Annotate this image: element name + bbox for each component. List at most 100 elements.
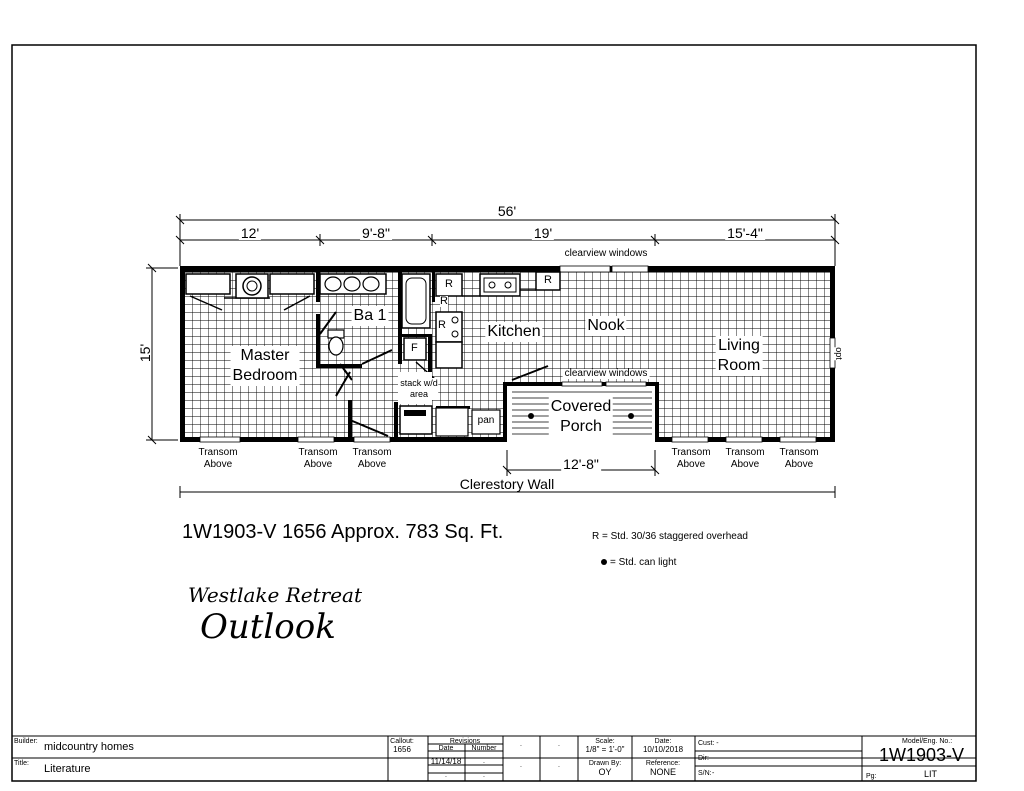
porch-light xyxy=(628,413,634,419)
blank-cell: . xyxy=(558,762,560,769)
label-line: Transom xyxy=(198,447,238,458)
room-label-line: Covered xyxy=(548,397,614,417)
range-label: R xyxy=(438,319,446,331)
room-label-line: Porch xyxy=(548,417,614,437)
water-heater-icon xyxy=(242,276,262,296)
furnace-icon xyxy=(403,337,427,361)
label-line: Above xyxy=(303,459,333,470)
reference-value: NONE xyxy=(649,767,677,777)
top-dimensions xyxy=(175,214,840,266)
builder-label: Builder: xyxy=(14,738,38,745)
water-box xyxy=(404,410,426,416)
sheet-border xyxy=(11,44,977,782)
overhead-cabinet-label: R xyxy=(445,278,453,290)
model-summary: 1W1903-V 1656 Approx. 783 Sq. Ft. xyxy=(182,521,504,543)
depth-dimension: 15' xyxy=(137,343,154,363)
can-light-legend-icon xyxy=(601,559,607,565)
customer-label: Cust: - xyxy=(698,740,719,747)
room-label-bath: Ba 1 xyxy=(351,306,389,326)
pan-label: pan xyxy=(477,415,495,426)
drawn-by-value: OY xyxy=(598,767,612,777)
room-label-nook: Nook xyxy=(585,316,627,336)
porch-width-dimension: 12'-8" xyxy=(561,456,601,472)
sink-icon xyxy=(362,276,380,292)
revision-date-header: Date xyxy=(438,745,454,752)
builder-value: midcountry homes xyxy=(44,741,134,753)
sn-value: - xyxy=(712,770,715,777)
legend-can-light-note: = Std. can light xyxy=(610,557,677,568)
stack-wd-label: stack w/d area xyxy=(400,378,438,400)
label-line: Transom xyxy=(298,447,338,458)
label-line: Transom xyxy=(671,447,711,458)
label-line: stack w/d xyxy=(400,378,438,388)
model-eng-label: Model/Eng. No.: xyxy=(902,738,953,745)
label-line: Above xyxy=(784,459,814,470)
revision-number-header: Number xyxy=(471,745,497,752)
overhead-cabinet-label: R xyxy=(544,274,552,286)
label-line: Above xyxy=(676,459,706,470)
clearview-windows-top-label: clearview windows xyxy=(562,248,650,259)
room-label-covered-porch: Covered Porch xyxy=(547,397,615,437)
date-label: Date: xyxy=(654,738,672,745)
furnace-flue xyxy=(415,361,437,381)
burner-icon xyxy=(451,330,459,338)
drawn-by-label: Drawn By: xyxy=(588,760,622,767)
closet-shelves xyxy=(185,273,315,311)
room-label-living-room: Living Room xyxy=(715,336,763,376)
label-line: Transom xyxy=(779,447,819,458)
furnace-label: F xyxy=(411,342,418,354)
overall-length-label: 56' xyxy=(497,203,517,219)
model-name: Outlook xyxy=(200,607,336,647)
scale-label: Scale: xyxy=(595,738,615,745)
segment-dimension: 9'-8" xyxy=(360,225,392,241)
label-line: Above xyxy=(203,459,233,470)
title-label: Title: xyxy=(14,760,29,767)
dir-value: - xyxy=(712,755,715,762)
water-heater-icon xyxy=(246,280,258,292)
segment-dimension: 15'-4" xyxy=(725,225,765,241)
segment-dimension: 19' xyxy=(531,225,555,241)
room-label-line: Living xyxy=(718,337,760,354)
room-label-master-bedroom: Master Bedroom xyxy=(230,346,300,386)
porch-light xyxy=(528,413,534,419)
label-line: Transom xyxy=(725,447,765,458)
room-label-line: Room xyxy=(717,357,761,374)
title-value: Literature xyxy=(44,763,91,775)
blank-cell: . xyxy=(483,772,485,779)
dir-label: Dir: xyxy=(698,755,709,762)
pan-box xyxy=(471,409,501,435)
callout-value: 1656 xyxy=(393,745,411,754)
blank-cell: . xyxy=(520,762,522,769)
revision-date-value: 11/14/18 xyxy=(430,757,462,766)
date-value: 10/10/2018 xyxy=(642,745,684,754)
toilet-icon xyxy=(328,336,344,356)
page-value: LIT xyxy=(924,769,938,779)
burner-icon xyxy=(451,316,459,324)
room-label-kitchen: Kitchen xyxy=(485,322,543,342)
label-line: Transom xyxy=(352,447,392,458)
revisions-label: Revisions xyxy=(449,738,481,745)
left-dimension xyxy=(146,263,178,445)
sink-icon xyxy=(343,276,361,292)
blank-cell: . xyxy=(558,741,560,748)
sn-label: S/N: xyxy=(698,770,712,777)
bathtub-icon xyxy=(405,277,427,325)
page-label: Pg: xyxy=(866,773,877,780)
window-gaps xyxy=(199,265,836,443)
revision-number-value: . xyxy=(483,758,485,765)
fridge-label: R xyxy=(440,295,448,307)
label-line: Above xyxy=(730,459,760,470)
series-name: Westlake Retreat xyxy=(188,583,362,607)
model-eng-value: 1W1903-V xyxy=(879,745,965,765)
room-label-line: Bedroom xyxy=(232,367,298,384)
label-line: Above xyxy=(357,459,387,470)
sink-drain-icon xyxy=(504,281,512,289)
sink-icon xyxy=(324,276,342,292)
clerestory-wall-label: Clerestory Wall xyxy=(457,476,557,492)
